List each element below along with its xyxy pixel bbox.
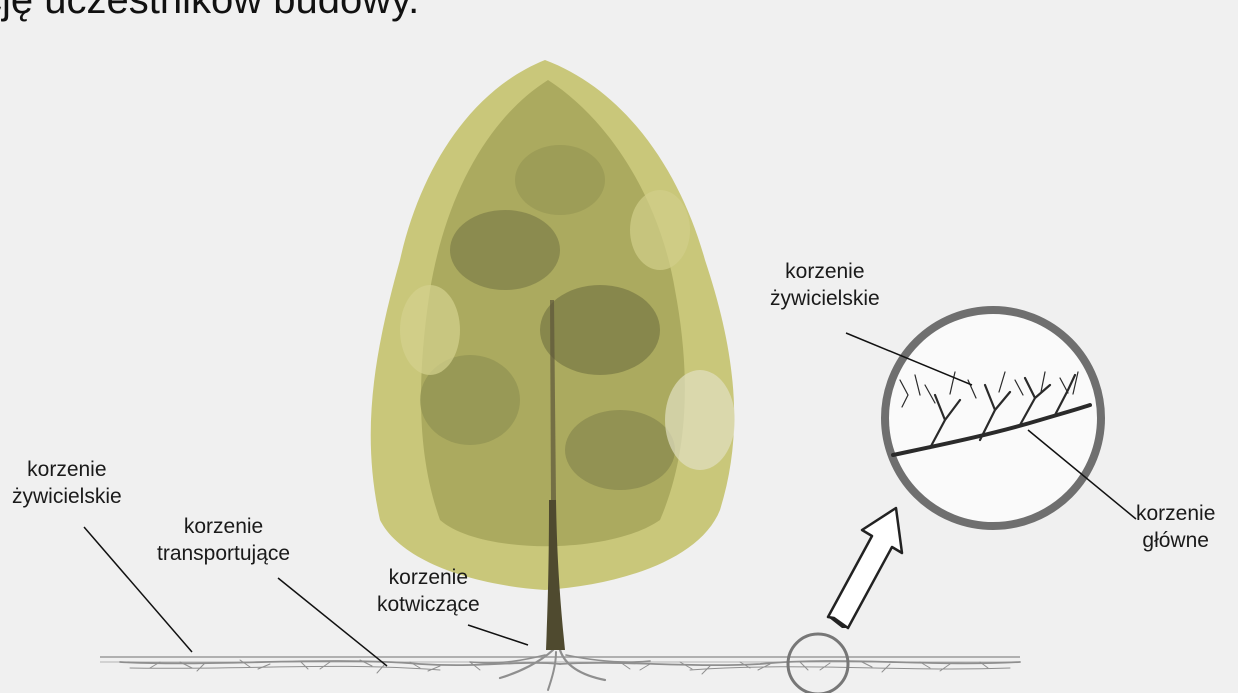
leader-anchor bbox=[468, 625, 528, 645]
tree-icon bbox=[371, 60, 735, 650]
label-feeding-roots-right: korzenie żywicielskie bbox=[770, 258, 880, 312]
label-line: korzenie bbox=[12, 456, 122, 483]
label-line: korzenie bbox=[770, 258, 880, 285]
label-transport-roots: korzenie transportujące bbox=[157, 513, 290, 567]
label-line: transportujące bbox=[157, 540, 290, 567]
root-system bbox=[120, 650, 1020, 690]
zoom-arrow-icon bbox=[828, 508, 902, 628]
label-line: korzenie bbox=[377, 564, 480, 591]
label-line: żywicielskie bbox=[12, 483, 122, 510]
label-line: kotwiczące bbox=[377, 591, 480, 618]
small-zoom-circle bbox=[788, 634, 848, 693]
label-anchor-roots: korzenie kotwiczące bbox=[377, 564, 480, 618]
label-feeding-roots-left: korzenie żywicielskie bbox=[12, 456, 122, 510]
label-line: żywicielskie bbox=[770, 285, 880, 312]
page-heading: cję uczestników budowy. bbox=[0, 0, 419, 23]
magnifier-circle bbox=[885, 310, 1101, 526]
label-line: korzenie bbox=[1136, 500, 1215, 527]
leader-transport bbox=[278, 578, 387, 666]
label-line: główne bbox=[1136, 527, 1215, 554]
label-line: korzenie bbox=[157, 513, 290, 540]
label-main-roots: korzenie główne bbox=[1136, 500, 1215, 554]
